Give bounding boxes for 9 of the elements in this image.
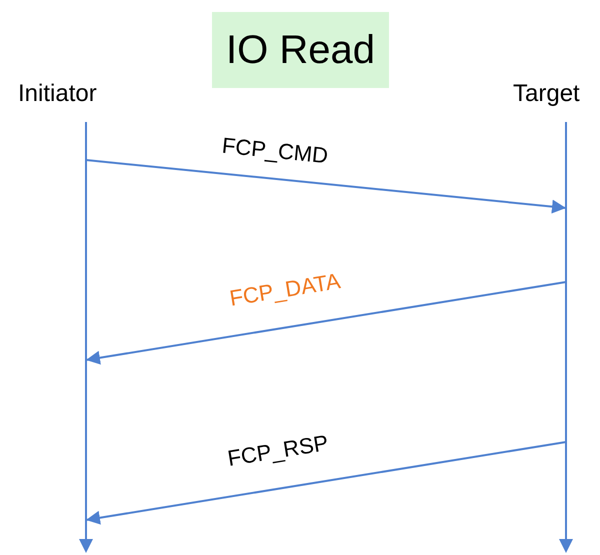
message-arrow — [86, 281, 566, 365]
message-label: FCP_RSP — [224, 430, 331, 472]
participant-label: Target — [513, 82, 580, 106]
title-banner: IO Read — [212, 12, 389, 88]
message-label: FCP_CMD — [220, 134, 330, 168]
message-label: FCP_DATA — [226, 270, 344, 310]
participant-label: Initiator — [18, 82, 97, 106]
message-arrow — [86, 441, 566, 525]
message-arrow — [86, 159, 566, 214]
